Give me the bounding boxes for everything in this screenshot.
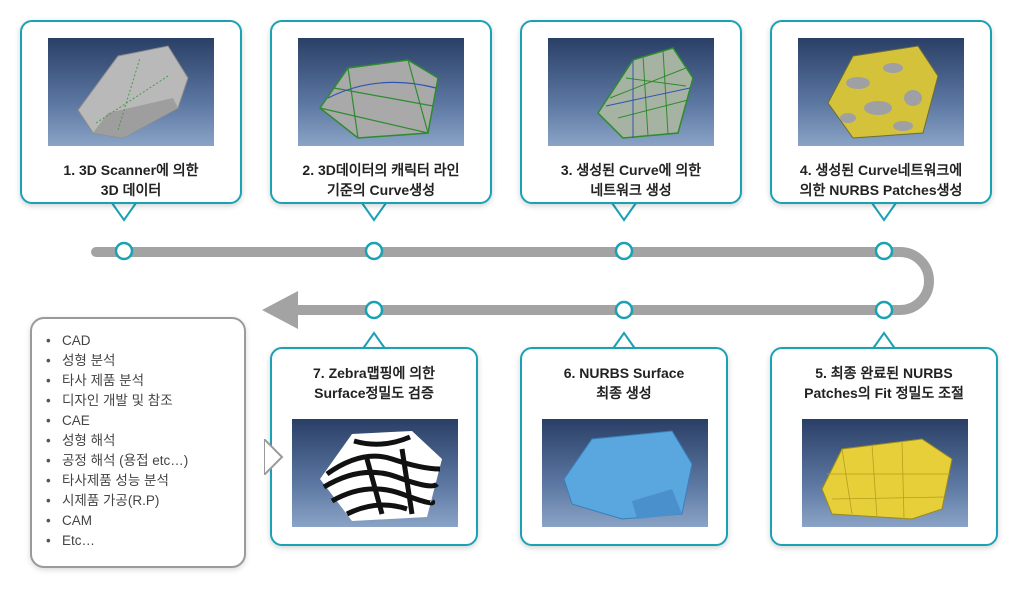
step-card-7: 7. Zebra맵핑에 의한 Surface정밀도 검증	[270, 347, 478, 546]
list-item: 공정 해석 (용접 etc…)	[46, 451, 244, 471]
step-card-4: 4. 생성된 Curve네트워크에 의한 NURBS Patches생성	[770, 20, 992, 204]
curve-network-image	[548, 38, 714, 146]
list-item: 성형 해석	[46, 431, 244, 451]
step-node-1	[114, 241, 134, 261]
applications-box: CAD 성형 분석 타사 제품 분석 디자인 개발 및 참조 CAE 성형 해석…	[30, 317, 284, 568]
applications-pointer	[264, 439, 284, 475]
list-item: 디자인 개발 및 참조	[46, 391, 244, 411]
step-4-line1: 4. 생성된 Curve네트워크에	[799, 162, 963, 178]
flow-arrow-head	[262, 291, 298, 329]
list-item: 성형 분석	[46, 351, 244, 371]
step-1-line2: 3D 데이터	[100, 182, 162, 198]
list-item: 타사제품 성능 분석	[46, 471, 244, 491]
list-item: CAM	[46, 511, 244, 531]
step-7-line2: Surface정밀도 검증	[314, 385, 434, 401]
step-7-line1: 7. Zebra맵핑에 의한	[313, 365, 435, 381]
step-2-line2: 기준의 Curve생성	[327, 182, 435, 198]
step-node-2	[364, 241, 384, 261]
step-6-line1: 6. NURBS Surface	[563, 365, 685, 381]
step-3-line2: 네트워크 생성	[590, 182, 672, 198]
step-node-5	[874, 300, 894, 320]
list-item: 시제품 가공(R.P)	[46, 491, 244, 511]
list-item: 타사 제품 분석	[46, 371, 244, 391]
step-5-line2: Patches의 Fit 정밀도 조절	[804, 385, 964, 401]
list-item: Etc…	[46, 531, 244, 551]
applications-list: CAD 성형 분석 타사 제품 분석 디자인 개발 및 참조 CAE 성형 해석…	[32, 319, 244, 551]
step-4-line2: 의한 NURBS Patches생성	[799, 182, 963, 198]
step-3-line1: 3. 생성된 Curve에 의한	[560, 162, 702, 178]
zebra-mapping-image	[292, 419, 458, 527]
step-node-7	[364, 300, 384, 320]
nurbs-patches-image	[798, 38, 964, 146]
step-card-6: 6. NURBS Surface 최종 생성	[520, 347, 728, 546]
step-node-3	[614, 241, 634, 261]
step-node-6	[614, 300, 634, 320]
step-card-5: 5. 최종 완료된 NURBS Patches의 Fit 정밀도 조절	[770, 347, 998, 546]
scan-data-image	[48, 38, 214, 146]
step-card-2: 2. 3D데이터의 캐릭터 라인 기준의 Curve생성	[270, 20, 492, 204]
step-node-4	[874, 241, 894, 261]
fit-adjusted-patches-image	[802, 419, 968, 527]
step-card-1: 1. 3D Scanner에 의한 3D 데이터	[20, 20, 242, 204]
step-6-line2: 최종 생성	[596, 385, 652, 401]
step-card-3: 3. 생성된 Curve에 의한 네트워크 생성	[520, 20, 742, 204]
step-1-line1: 1. 3D Scanner에 의한	[63, 162, 199, 178]
step-2-line1: 2. 3D데이터의 캐릭터 라인	[302, 162, 460, 178]
character-line-curves-image	[298, 38, 464, 146]
list-item: CAE	[46, 411, 244, 431]
list-item: CAD	[46, 331, 244, 351]
nurbs-surface-image	[542, 419, 708, 527]
step-5-line1: 5. 최종 완료된 NURBS	[815, 365, 953, 381]
